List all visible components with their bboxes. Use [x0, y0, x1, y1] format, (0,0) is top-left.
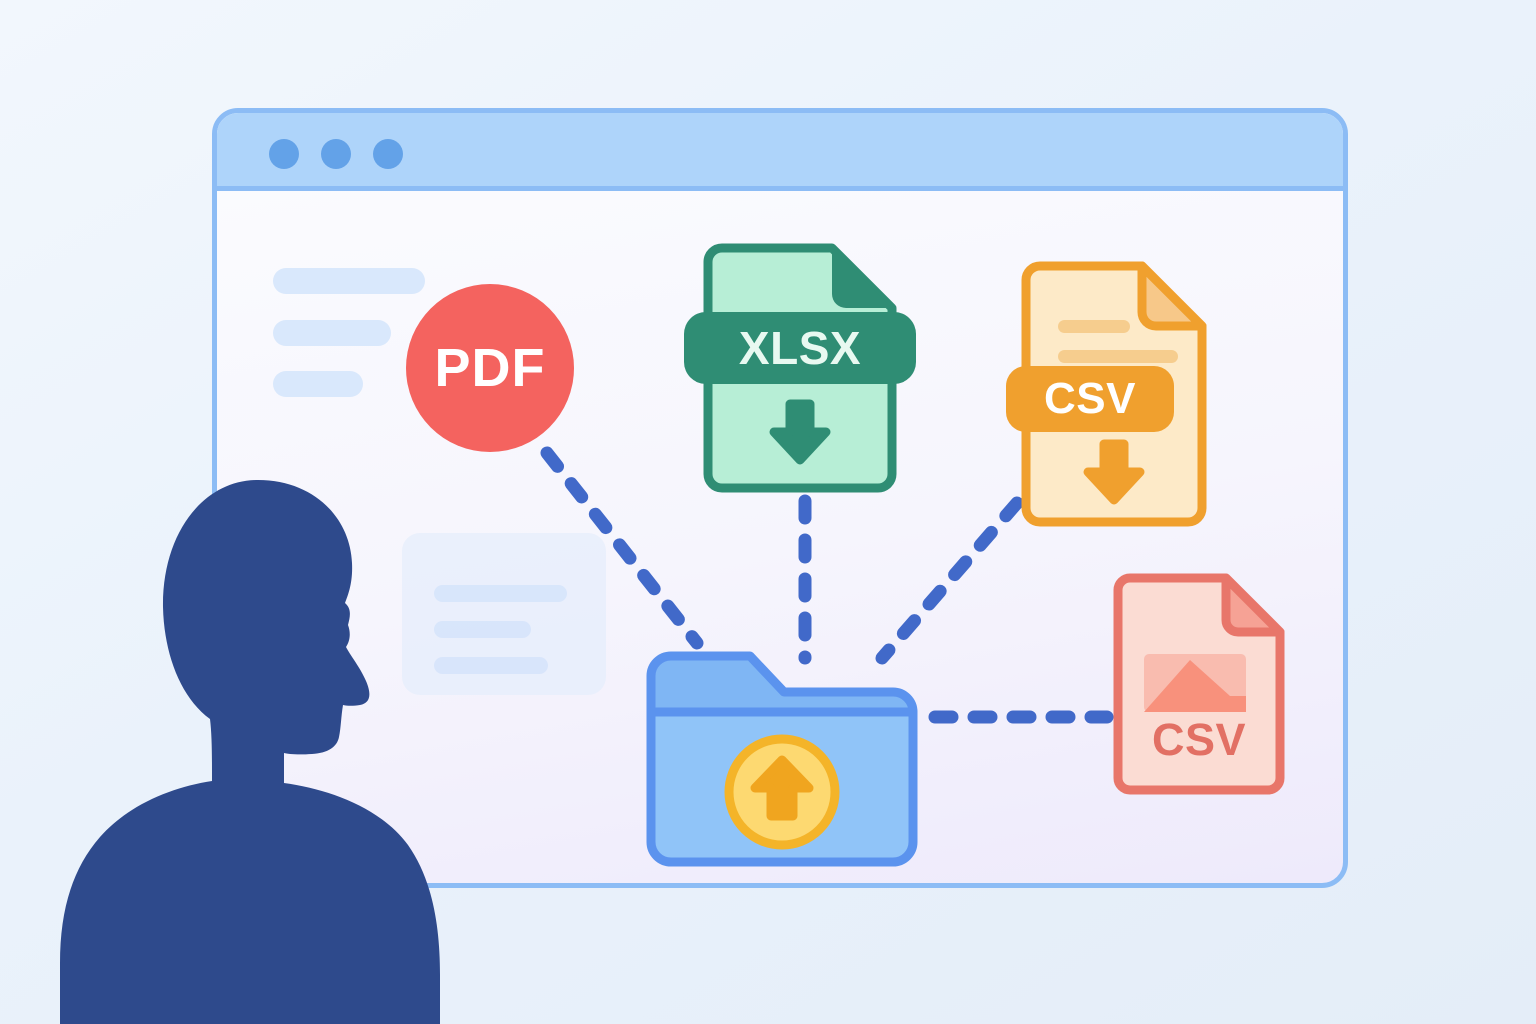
- csv-pink-label: CSV: [1151, 714, 1247, 765]
- upload-arrow-icon: [750, 755, 814, 821]
- content-card-line-2: [434, 621, 531, 638]
- window-dot-close-icon[interactable]: [269, 139, 299, 169]
- csv-orange-label: CSV: [1044, 374, 1136, 423]
- csv-orange-download-arrow-icon: [1083, 439, 1145, 505]
- image-thumbnail-icon: [1144, 654, 1246, 712]
- upload-badge-icon: [724, 734, 840, 850]
- csv-pink-folded-corner-icon: [1221, 573, 1285, 637]
- upload-folder-shape: [646, 651, 918, 867]
- xlsx-label-band: [684, 312, 916, 384]
- xlsx-folded-corner-icon: [832, 248, 892, 308]
- csv-orange-text-line-1: [1058, 320, 1130, 333]
- content-placeholder-card: [402, 533, 606, 695]
- connector-pdf-to-folder: [540, 446, 704, 650]
- window-dot-minimize-icon[interactable]: [321, 139, 351, 169]
- csv-orange-text-line-2: [1058, 350, 1178, 363]
- pdf-label: PDF: [434, 338, 546, 398]
- csv-orange-label-band: [1006, 366, 1174, 432]
- sidebar-placeholder-line-1: [273, 268, 425, 294]
- sidebar-placeholder-line-3: [273, 371, 363, 397]
- xlsx-label: XLSX: [738, 322, 862, 374]
- csv-orange-file-shape: [1021, 261, 1207, 527]
- pdf-file-badge[interactable]: PDF: [406, 284, 574, 452]
- csv-orange-folded-corner-icon: [1137, 261, 1207, 331]
- csv-file-icon-pink[interactable]: CSV: [1110, 570, 1288, 798]
- xlsx-download-arrow-icon: [769, 399, 831, 465]
- csv-pink-file-shape: [1113, 573, 1285, 795]
- sidebar-placeholder-line-2: [273, 320, 391, 346]
- content-card-line-1: [434, 585, 567, 602]
- window-dot-maximize-icon[interactable]: [373, 139, 403, 169]
- xlsx-file-icon[interactable]: XLSX: [684, 240, 916, 496]
- csv-file-icon-orange[interactable]: CSV: [1006, 258, 1210, 530]
- content-card-line-3: [434, 657, 548, 674]
- person-silhouette: [60, 480, 440, 1024]
- connector-layer: [540, 446, 1114, 724]
- window-titlebar: [217, 113, 1343, 191]
- person-silhouette-shape: [60, 480, 440, 1024]
- connector-csv-orange-to-folder: [875, 496, 1024, 665]
- upload-folder[interactable]: [644, 648, 920, 870]
